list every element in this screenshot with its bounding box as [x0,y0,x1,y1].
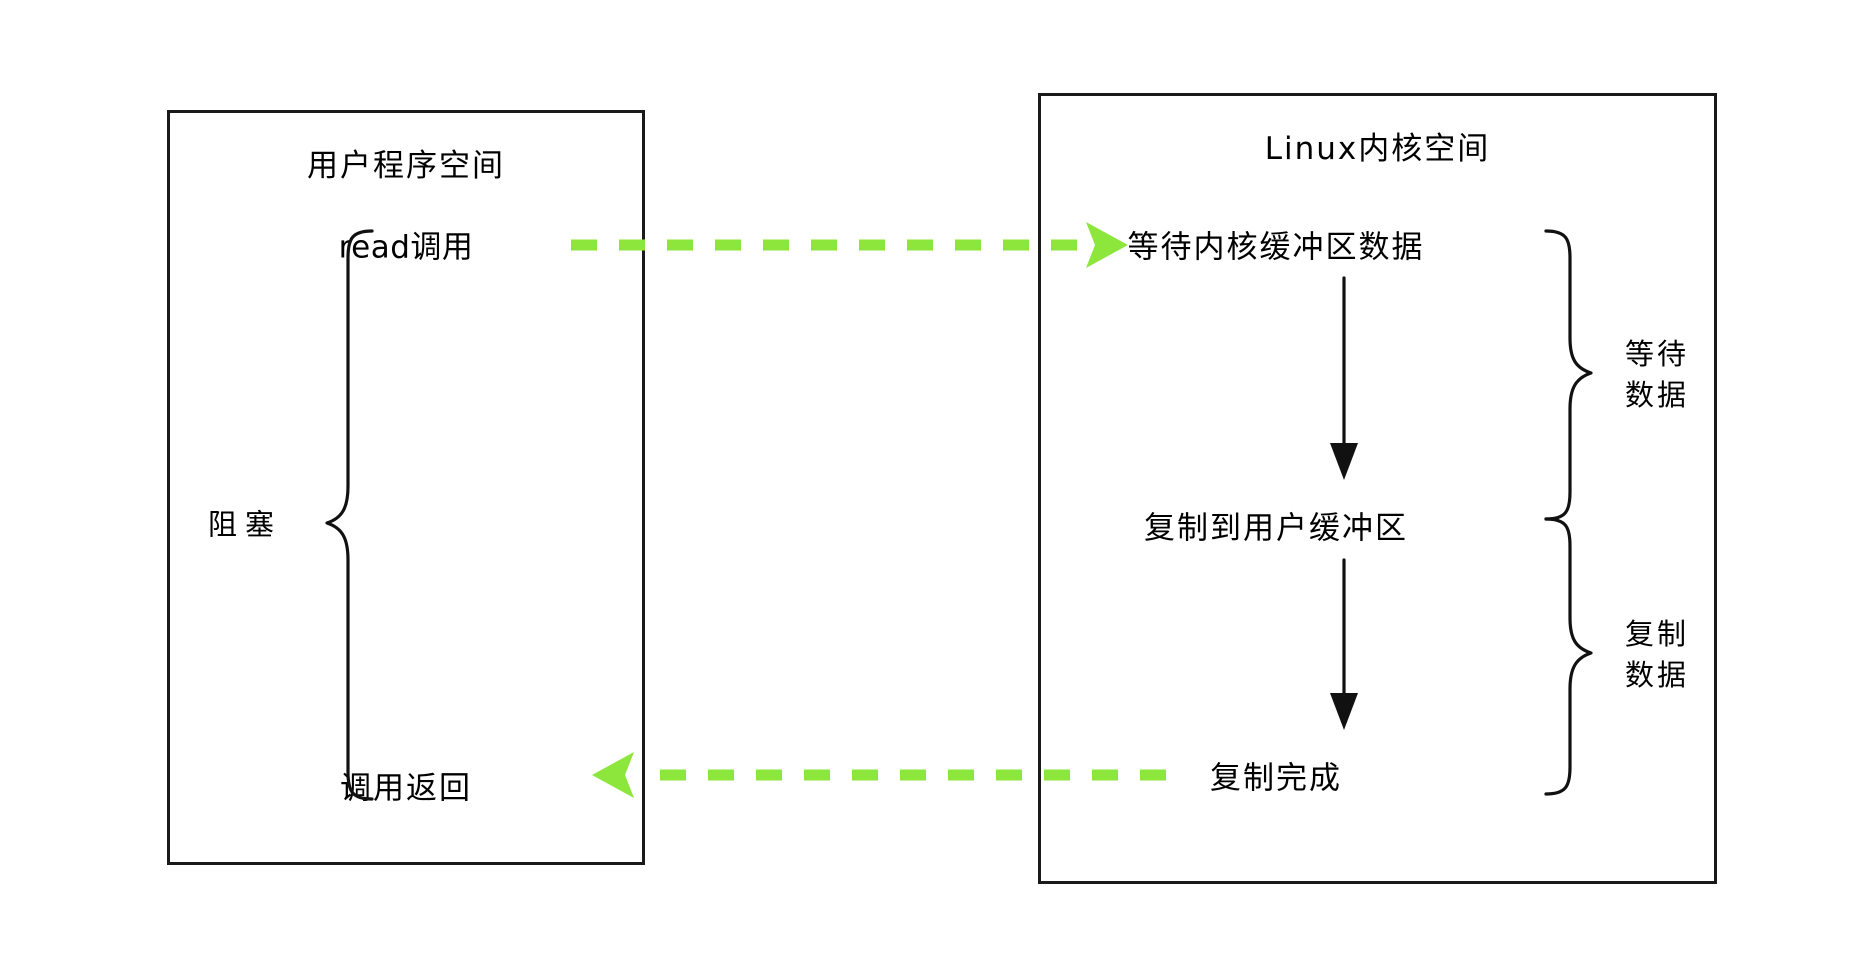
brace-label-wait-data-line2: 数据 [1624,378,1690,412]
brace-label-copy-data-line1: 复制 [1624,616,1690,651]
node-call-return: 调用返回 [340,770,472,807]
brace-label-wait-data: 等待 数据 [1625,334,1689,416]
node-wait-kernel-buffer: 等待内核缓冲区数据 [1127,229,1425,266]
brace-label-copy-data-line2: 数据 [1624,658,1690,692]
kernel-space-box [1038,93,1717,884]
kernel-space-title: Linux内核空间 [1264,131,1491,167]
user-space-box [167,110,645,865]
brace-label-blocking: 阻塞 [207,507,283,542]
user-space-title: 用户程序空间 [307,148,505,184]
brace-label-copy-data: 复制 数据 [1625,614,1689,696]
node-read-call: read调用 [338,229,474,266]
node-copy-complete: 复制完成 [1210,760,1342,797]
node-copy-to-user-buffer: 复制到用户缓冲区 [1144,510,1408,547]
brace-label-wait-data-line1: 等待 [1624,336,1690,371]
